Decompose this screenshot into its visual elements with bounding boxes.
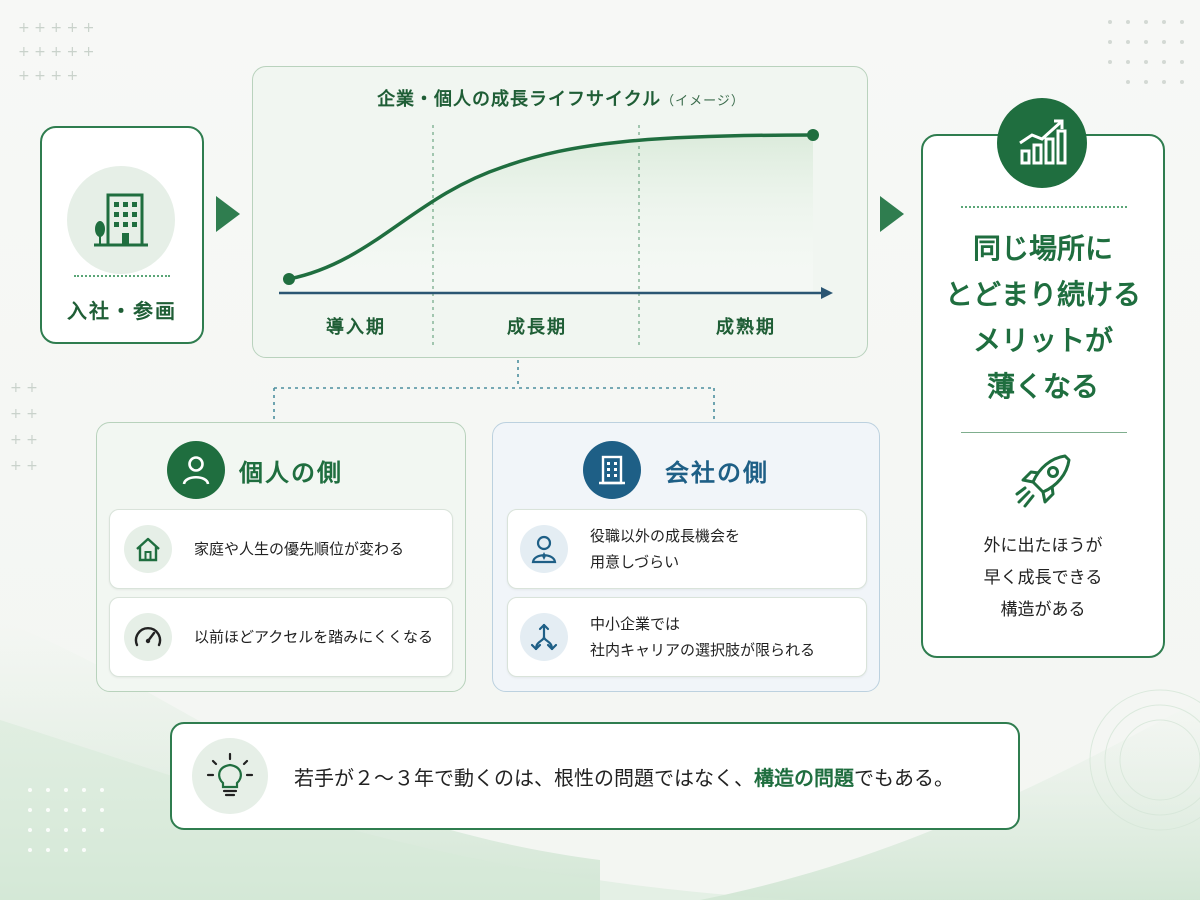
entry-divider bbox=[74, 275, 170, 277]
phase-label-intro: 導入期 bbox=[326, 317, 386, 338]
rocket-icon bbox=[1015, 454, 1071, 508]
individual-item-text: 以前ほどアクセルを踏みにくくなる bbox=[194, 628, 433, 646]
company-item-text: 中小企業では 社内キャリアの選択肢が限られる bbox=[590, 611, 815, 663]
result-top-divider bbox=[961, 206, 1127, 208]
phase-label-mature: 成熟期 bbox=[716, 317, 776, 338]
result-sub-line-3: 構造がある bbox=[1000, 600, 1086, 620]
individual-icon-circle bbox=[167, 441, 225, 499]
conclusion-banner: 若手が２〜３年で動くのは、根性の問題ではなく、構造の問題でもある。 bbox=[170, 722, 1020, 830]
company-item-text: 役職以外の成長機会を 用意しづらい bbox=[590, 523, 740, 575]
curve-start-point bbox=[283, 273, 295, 285]
svg-text:+ + + + +: + + + + + bbox=[18, 44, 94, 60]
axis-arrow-icon bbox=[821, 287, 833, 299]
arrow-right-icon bbox=[216, 196, 240, 232]
result-card: 同じ場所に とどまり続ける メリットが 薄くなる 外に出たほうが 早く成長できる… bbox=[921, 134, 1165, 658]
lifecycle-curve-chart bbox=[279, 125, 833, 347]
house-icon bbox=[136, 537, 160, 562]
company-panel: 会社の側 役職以外の成長機会を 用意しづらい bbox=[492, 422, 880, 692]
company-item: 中小企業では 社内キャリアの選択肢が限られる bbox=[507, 597, 867, 677]
company-icon-circle bbox=[583, 441, 641, 499]
company-item-line: 役職以外の成長機会を bbox=[590, 527, 741, 545]
result-icon-circle bbox=[997, 98, 1087, 188]
company-item-line: 社内キャリアの選択肢が限られる bbox=[590, 641, 816, 659]
company-item-line: 中小企業では bbox=[590, 615, 681, 633]
manager-icon bbox=[531, 535, 557, 564]
fork-icon-circle bbox=[520, 613, 568, 661]
individual-title: 個人の側 bbox=[239, 459, 343, 487]
curve-end-point bbox=[807, 129, 819, 141]
growth-chart-icon bbox=[1019, 119, 1067, 165]
company-item: 役職以外の成長機会を 用意しづらい bbox=[507, 509, 867, 589]
conclusion-emphasis: 構造の問題 bbox=[754, 766, 854, 790]
result-line-1: 同じ場所に bbox=[972, 232, 1113, 265]
conclusion-text-before: 若手が２〜３年で動くのは、根性の問題ではなく、 bbox=[294, 766, 754, 790]
entry-card: 入社・参画 bbox=[40, 126, 204, 344]
company-item-line: 用意しづらい bbox=[590, 553, 680, 571]
speedometer-icon-circle bbox=[124, 613, 172, 661]
svg-text:+ +: + + bbox=[10, 432, 38, 448]
result-mid-divider bbox=[961, 432, 1127, 433]
result-headline: 同じ場所に とどまり続ける メリットが 薄くなる bbox=[923, 226, 1163, 410]
growth-curve bbox=[288, 133, 814, 281]
person-icon bbox=[182, 456, 210, 485]
result-subtext: 外に出たほうが 早く成長できる 構造がある bbox=[923, 530, 1163, 626]
manager-icon-circle bbox=[520, 525, 568, 573]
company-title: 会社の側 bbox=[665, 459, 769, 487]
entry-icon-circle bbox=[67, 166, 175, 274]
lifecycle-title-note: （イメージ） bbox=[661, 94, 745, 109]
arrow-right-icon-2 bbox=[880, 196, 904, 232]
svg-text:+ +: + + bbox=[10, 458, 38, 474]
result-line-3: メリットが bbox=[972, 324, 1113, 357]
office-building-icon bbox=[599, 455, 625, 485]
conclusion-text-after: でもある。 bbox=[854, 766, 954, 790]
entry-label: 入社・参画 bbox=[67, 299, 177, 323]
phase-label-growth: 成長期 bbox=[507, 317, 567, 338]
result-line-4: 薄くなる bbox=[986, 370, 1099, 403]
individual-item: 家庭や人生の優先順位が変わる bbox=[109, 509, 453, 589]
lightbulb-icon bbox=[206, 752, 254, 797]
lifecycle-title: 企業・個人の成長ライフサイクル（イメージ） bbox=[253, 85, 869, 111]
building-icon bbox=[94, 193, 148, 247]
result-sub-line-1: 外に出たほうが bbox=[983, 536, 1103, 556]
svg-text:+ + + + +: + + + + + bbox=[18, 20, 94, 36]
lifecycle-card: 企業・個人の成長ライフサイクル（イメージ） 導入期 成長期 成熟期 bbox=[252, 66, 868, 358]
svg-text:+ +: + + bbox=[10, 406, 38, 422]
result-line-2: とどまり続ける bbox=[944, 278, 1141, 311]
lifecycle-title-text: 企業・個人の成長ライフサイクル bbox=[377, 89, 662, 110]
individual-item: 以前ほどアクセルを踏みにくくなる bbox=[109, 597, 453, 677]
individual-panel: 個人の側 家庭や人生の優先順位が変わる 以前ほどアクセルを踏みにくくなる bbox=[96, 422, 466, 692]
branch-connector bbox=[273, 360, 715, 422]
conclusion-text: 若手が２〜３年で動くのは、根性の問題ではなく、構造の問題でもある。 bbox=[294, 762, 954, 791]
house-icon-circle bbox=[124, 525, 172, 573]
svg-text:+ +: + + bbox=[10, 380, 38, 396]
speedometer-icon bbox=[134, 627, 162, 647]
fork-arrows-icon bbox=[530, 623, 558, 651]
lifecycle-area bbox=[289, 135, 813, 292]
individual-item-text: 家庭や人生の優先順位が変わる bbox=[194, 540, 405, 558]
result-sub-line-2: 早く成長できる bbox=[983, 568, 1103, 588]
svg-text:+ + + +: + + + + bbox=[18, 68, 78, 84]
lightbulb-icon-circle bbox=[192, 738, 268, 814]
